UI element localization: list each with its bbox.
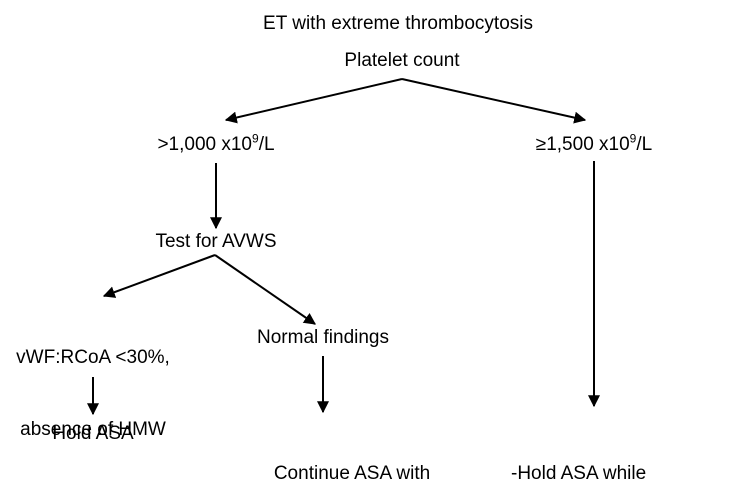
node-normal-findings: Normal findings <box>257 327 389 348</box>
node-platelet-gte-1500-exponent: 9 <box>629 131 637 146</box>
node-abnormal-line-1: vWF:RCoA <30%, <box>16 347 170 368</box>
node-continue-asa-line-1: Continue ASA with <box>273 463 431 484</box>
edge-test-to-abnormal <box>102 254 216 298</box>
edge-platelet-to-low <box>224 78 403 124</box>
edge-test-to-normal <box>214 254 316 325</box>
node-abnormal-vwf-findings: vWF:RCoA <30%, absence of HMW multimers <box>16 298 170 490</box>
node-abnormal-line-2: absence of HMW <box>20 419 166 440</box>
node-platelet-gt-1000-suffix: /L <box>258 134 275 155</box>
node-platelet-gte-1500-suffix: /L <box>636 134 653 155</box>
node-outcome-continue-asa: Continue ASA with close monitoring for b… <box>256 414 448 490</box>
node-platelet-gte-1500-prefix: ≥1,500 x10 <box>535 134 630 155</box>
node-platelet-gt-1000: >1,000 x109/L <box>157 133 274 157</box>
node-platelet-gt-1000-prefix: >1,000 x10 <box>157 134 253 155</box>
node-outcome-hold-asa: Hold ASA <box>52 423 134 444</box>
node-platelet-gte-1500: ≥1,500 x109/L <box>536 133 652 157</box>
node-outcome-high-line-1: -Hold ASA while <box>511 463 647 484</box>
node-platelet-gt-1000-exponent: 9 <box>252 131 259 146</box>
node-test-for-avws: Test for AVWS <box>155 231 277 252</box>
node-outcome-high-platelet: -Hold ASA while testing for AVWS -Consid… <box>511 414 712 490</box>
diagram-title: ET with extreme thrombocytosis <box>263 13 533 34</box>
node-platelet-count: Platelet count <box>344 50 460 71</box>
edge-platelet-to-high <box>401 78 587 124</box>
